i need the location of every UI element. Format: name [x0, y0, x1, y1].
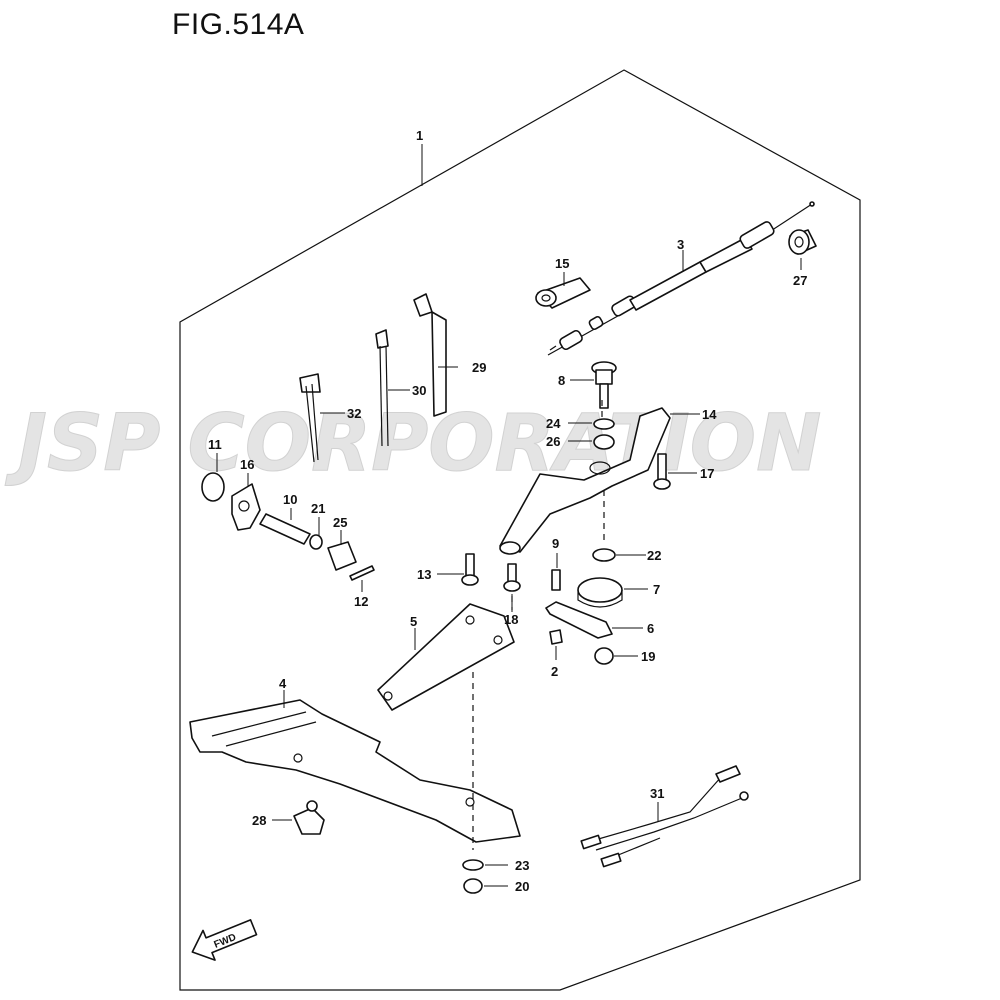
pin	[259, 513, 311, 545]
callout-31: 31	[650, 786, 664, 801]
callout-7: 7	[653, 582, 660, 597]
kit-outline	[179, 69, 861, 991]
washer-23	[462, 859, 484, 871]
callout-28: 28	[252, 813, 266, 828]
callout-5: 5	[410, 614, 417, 629]
bolt-8	[591, 361, 617, 409]
bolt-17	[653, 453, 671, 490]
bracket-14	[499, 407, 671, 555]
callout-23: 23	[515, 858, 529, 873]
lever	[231, 483, 261, 531]
callout-21: 21	[311, 501, 325, 516]
callout-12: 12	[354, 594, 368, 609]
stud-9	[551, 569, 561, 591]
callout-14: 14	[702, 407, 717, 422]
nut-2	[549, 629, 563, 645]
callout-6: 6	[647, 621, 654, 636]
clip-28	[293, 800, 325, 835]
callout-25: 25	[333, 515, 347, 530]
fwd-arrow: FWD	[191, 919, 258, 961]
washer-22	[592, 548, 616, 562]
wire-harness-31	[580, 765, 749, 868]
plate-6	[545, 601, 613, 639]
bolt-13	[461, 553, 479, 586]
nut-19	[594, 647, 614, 665]
callout-11: 11	[208, 437, 222, 452]
leader-lines	[216, 144, 802, 887]
spacer	[327, 541, 357, 571]
callout-10: 10	[283, 492, 297, 507]
callout-29: 29	[472, 360, 486, 375]
bracket-plate-5	[377, 603, 515, 711]
callout-17: 17	[700, 466, 714, 481]
control-cable	[547, 201, 815, 356]
main-bracket-4	[189, 699, 521, 843]
callout-32: 32	[347, 406, 361, 421]
figure-title: FIG.514A	[172, 8, 305, 41]
collar	[788, 229, 817, 255]
watermark: JSP CORPORATION	[5, 399, 821, 489]
callout-1: 1	[416, 128, 423, 143]
callout-25b: 26	[546, 434, 560, 449]
callout-4: 4	[279, 676, 287, 691]
callout-9: 9	[552, 536, 559, 551]
callout-19: 19	[641, 649, 655, 664]
callout-16: 16	[240, 457, 254, 472]
bushing-26	[593, 434, 615, 450]
callout-22: 22	[647, 548, 661, 563]
rod-end	[535, 277, 591, 309]
washer-21	[309, 534, 323, 550]
callout-8: 8	[558, 373, 565, 388]
bolt-18	[503, 563, 521, 592]
cam-7	[577, 577, 623, 608]
callout-24: 24	[546, 416, 561, 431]
callout-13: 13	[417, 567, 431, 582]
callout-15: 15	[555, 256, 569, 271]
callout-27: 27	[793, 273, 807, 288]
callout-30: 30	[412, 383, 426, 398]
spring-pin	[349, 565, 375, 581]
nut-20	[463, 878, 483, 894]
washer-24	[593, 418, 615, 430]
callout-3: 3	[677, 237, 684, 252]
callout-labels: 1 2 3 4 5 6 7 8 9 10 11 12 13 14 15 16 1…	[208, 128, 807, 894]
callout-2: 2	[551, 664, 558, 679]
snap-ring	[201, 472, 225, 502]
callout-18: 18	[504, 612, 518, 627]
cable-ties	[299, 293, 447, 463]
callout-20: 20	[515, 879, 529, 894]
